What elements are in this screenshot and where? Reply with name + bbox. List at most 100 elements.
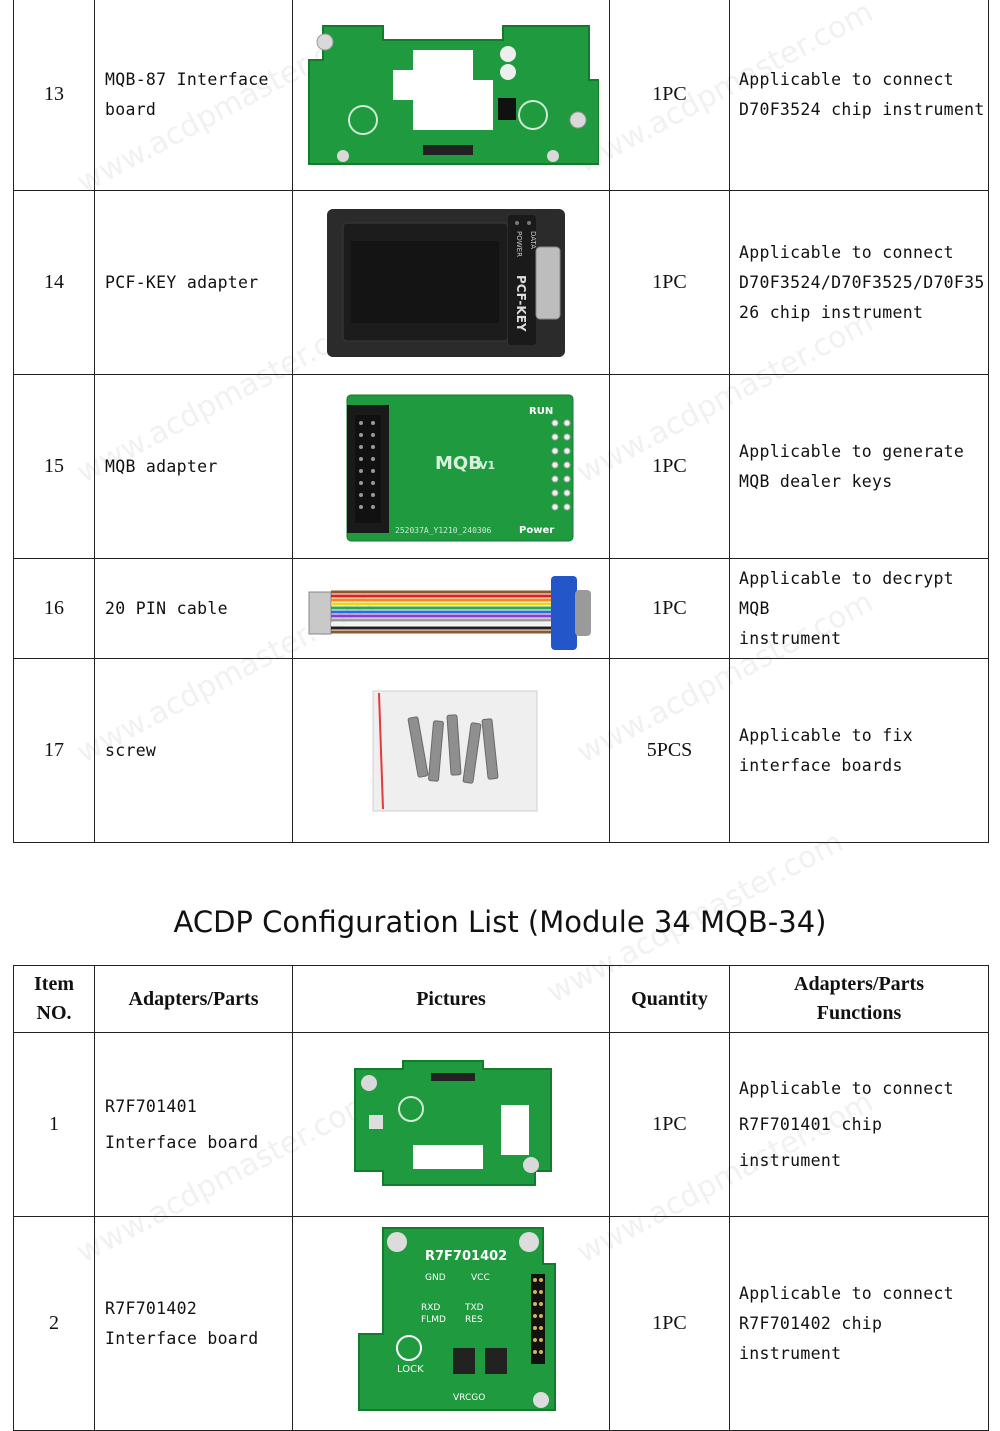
part-picture: DATA POWER PCF-KEY — [292, 190, 610, 375]
part-function: Applicable to connect D70F3524/D70F3525/… — [729, 190, 989, 375]
quantity: 1PC — [609, 190, 730, 375]
part-name-line: MQB adapter — [105, 456, 218, 476]
part-name: R7F701402 Interface board — [94, 1216, 293, 1431]
part-name-line: 20 PIN cable — [105, 598, 228, 618]
part-picture: R7F701402 GND VCC RXD TXD FLMD RES LOCK … — [292, 1216, 610, 1431]
part-function: Applicable to fix interface boards — [729, 658, 989, 843]
run-label: RUN — [529, 406, 553, 417]
part-name: R7F701401 Interface board — [94, 1032, 293, 1217]
brand-label: PCF-KEY — [514, 275, 528, 332]
pcf-key-adapter-image: DATA POWER PCF-KEY — [327, 208, 565, 357]
section-title: ACDP Configuration List (Module 34 MQB-3… — [173, 905, 827, 939]
function-line: Applicable to connect — [739, 1078, 954, 1098]
power-label: POWER — [515, 231, 523, 257]
table-header-row: Item NO. Adapters/Parts Pictures Quantit… — [13, 965, 989, 1033]
part-name: MQB adapter — [94, 374, 293, 559]
header-functions: Adapters/Parts Functions — [729, 965, 989, 1033]
function-line: Applicable to connect — [739, 242, 954, 262]
quantity: 1PC — [609, 558, 730, 659]
gnd-label: GND — [425, 1273, 446, 1283]
mqb87-interface-board-image — [308, 24, 599, 165]
lock-label: LOCK — [397, 1364, 424, 1375]
item-number: 16 — [13, 558, 95, 659]
parts-table-module-34: Item NO. Adapters/Parts Pictures Quantit… — [13, 965, 989, 1431]
function-line: Applicable to decrypt MQB — [739, 568, 954, 618]
header-line: Adapters/Parts — [794, 973, 924, 995]
serial-label: 252037A_Y1210_240306 — [395, 526, 492, 535]
function-line: R7F701402 chip instrument — [739, 1313, 883, 1363]
item-number: 13 — [13, 0, 95, 191]
power-label: Power — [519, 525, 554, 536]
quantity: 5PCS — [609, 658, 730, 843]
part-function: Applicable to decrypt MQB instrument — [729, 558, 989, 659]
data-label: DATA — [529, 231, 537, 249]
function-line: Applicable to generate — [739, 441, 965, 461]
part-function: Applicable to generate MQB dealer keys — [729, 374, 989, 559]
item-number: 17 — [13, 658, 95, 843]
table-row: 13 MQB-87 Interface board 1PC Applicable… — [13, 0, 989, 191]
header-line: Functions — [816, 1002, 902, 1024]
part-name-line: screw — [105, 740, 157, 760]
part-name: screw — [94, 658, 293, 843]
header-parts: Adapters/Parts — [94, 965, 293, 1033]
function-line: 26 chip instrument — [739, 302, 924, 322]
part-picture — [292, 658, 610, 843]
vcc-label: VCC — [471, 1273, 490, 1283]
function-line: R7F701401 chip instrument — [739, 1114, 883, 1170]
res-label: RES — [465, 1315, 483, 1325]
header-line: NO. — [36, 1002, 72, 1024]
part-name-line: board — [105, 99, 157, 119]
header-pictures: Pictures — [292, 965, 610, 1033]
quantity: 1PC — [609, 374, 730, 559]
function-line: D70F3524 chip instrument — [739, 99, 985, 119]
part-name-line: Interface board — [105, 1132, 259, 1152]
part-picture — [292, 1032, 610, 1217]
rxd-label: RXD — [421, 1303, 440, 1313]
table-row: 2 R7F701402 Interface board R7F701402 GN… — [13, 1216, 989, 1431]
part-name: PCF-KEY adapter — [94, 190, 293, 375]
mqb-board-title: MQB — [435, 453, 482, 474]
item-number: 15 — [13, 374, 95, 559]
vrcgo-label: VRCGO — [453, 1393, 485, 1403]
r7f701401-interface-board-image — [354, 1059, 552, 1186]
function-line: instrument — [739, 628, 842, 648]
item-number: 14 — [13, 190, 95, 375]
table-row: 14 PCF-KEY adapter DATA POWER PCF-KEY 1P… — [13, 190, 989, 375]
quantity: 1PC — [609, 0, 730, 191]
table-row: 17 screw 5PCS Applicable to fix interfac… — [13, 658, 989, 843]
function-line: interface boards — [739, 755, 903, 775]
part-picture — [292, 0, 610, 191]
table-row: 15 MQB adapter — [13, 374, 989, 559]
part-picture: MQB V1 RUN Power 252037A_Y1210_240306 — [292, 374, 610, 559]
header-line: Item — [34, 973, 74, 995]
header-quantity: Quantity — [609, 965, 730, 1033]
part-name: MQB-87 Interface board — [94, 0, 293, 191]
part-name: 20 PIN cable — [94, 558, 293, 659]
part-name-line: R7F701402 — [105, 1298, 198, 1318]
quantity: 1PC — [609, 1216, 730, 1431]
part-name-line: R7F701401 — [105, 1096, 198, 1116]
part-name-line: Interface board — [105, 1328, 259, 1348]
part-picture — [292, 558, 610, 659]
table-row: 16 20 PIN cable — [13, 558, 989, 659]
function-line: MQB dealer keys — [739, 471, 893, 491]
function-line: D70F3524/D70F3525/D70F35 — [739, 272, 985, 292]
parts-table-module-continued: 13 MQB-87 Interface board 1PC Applicable… — [13, 0, 989, 843]
table-row: 1 R7F701401 Interface board 1PC Applicab… — [13, 1032, 989, 1217]
r7f-board-title: R7F701402 — [425, 1249, 507, 1264]
20-pin-cable-image — [308, 575, 591, 650]
quantity: 1PC — [609, 1032, 730, 1217]
mqb-adapter-image: MQB V1 RUN Power 252037A_Y1210_240306 — [346, 394, 574, 541]
screw-bag-image — [372, 690, 538, 811]
item-number: 1 — [13, 1032, 95, 1217]
header-item-no: Item NO. — [13, 965, 95, 1033]
mqb-board-version: V1 — [479, 459, 495, 472]
item-number: 2 — [13, 1216, 95, 1431]
r7f701402-interface-board-image: R7F701402 GND VCC RXD TXD FLMD RES LOCK … — [358, 1226, 556, 1411]
part-function: Applicable to connect R7F701402 chip ins… — [729, 1216, 989, 1431]
part-function: Applicable to connect R7F701401 chip ins… — [729, 1032, 989, 1217]
part-function: Applicable to connect D70F3524 chip inst… — [729, 0, 989, 191]
function-line: Applicable to fix — [739, 725, 913, 745]
txd-label: TXD — [464, 1303, 484, 1313]
function-line: Applicable to connect — [739, 1283, 954, 1303]
